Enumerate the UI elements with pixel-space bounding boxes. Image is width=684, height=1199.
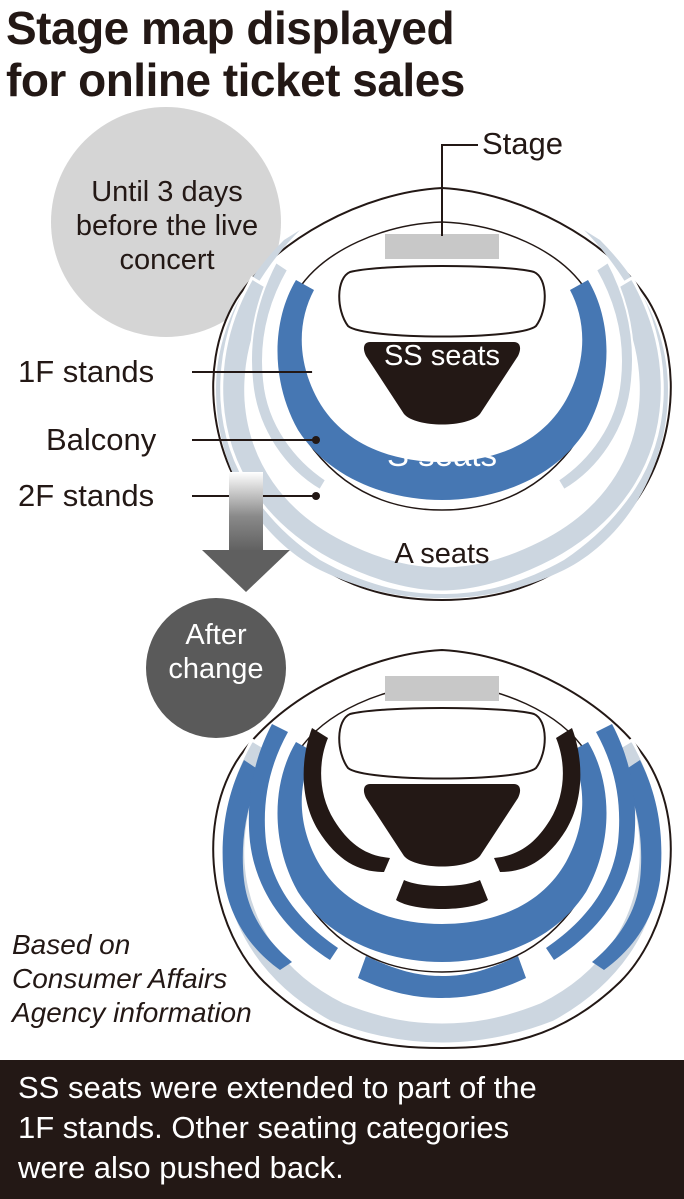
- s-seats-label: S seats: [386, 436, 498, 473]
- a-seats-label: A seats: [394, 538, 490, 570]
- before-bubble-line-3: concert: [119, 244, 215, 276]
- map-after: [146, 598, 672, 1050]
- balcony-label: Balcony: [46, 422, 157, 457]
- before-bubble: [51, 107, 281, 337]
- after-bubble-line-1: After: [185, 619, 247, 651]
- title-line-2: for online ticket sales: [6, 54, 465, 106]
- before-bubble-text: Until 3 days before the live concert: [52, 175, 282, 277]
- ss-seats-extended-right-after: [494, 728, 581, 872]
- arena-floor-after: [338, 707, 546, 780]
- ss-seats-extended-left-after: [303, 728, 390, 872]
- down-arrow: [202, 472, 290, 592]
- page-title: Stage map displayed for online ticket sa…: [6, 2, 682, 106]
- s-seats-area-before: [277, 280, 607, 500]
- a-seats-band-before: [220, 275, 664, 594]
- footer-line-2: 1F stands. Other seating categories: [18, 1110, 510, 1145]
- after-bubble: [146, 598, 286, 738]
- before-bubble-line-2: before the live: [75, 210, 259, 242]
- source-line-1: Based on: [12, 929, 131, 960]
- s-seats-outer-right-after: [592, 760, 662, 970]
- balcony-dot: [312, 436, 320, 444]
- s-seats-balcony-left-after: [248, 724, 338, 960]
- after-bubble-line-2: change: [168, 653, 264, 685]
- s-seats-outer-left-after: [222, 760, 292, 970]
- ss-seats-area-after: [363, 784, 521, 867]
- stand-2f-dot: [312, 492, 320, 500]
- s-seats-bottom-after: [358, 956, 526, 998]
- source-note: Based on Consumer Affairs Agency informa…: [12, 928, 312, 1030]
- stand-1f-dot: [312, 368, 320, 376]
- stage-block-before: [385, 234, 499, 259]
- title-line-1: Stage map displayed: [6, 2, 455, 54]
- stage-label: Stage: [482, 126, 564, 161]
- ss-seats-label: SS seats: [383, 340, 501, 372]
- s-seats-balcony-right-after: [546, 724, 636, 960]
- source-line-3: Agency information: [12, 997, 252, 1028]
- before-bubble-line-1: Until 3 days: [91, 176, 243, 208]
- s-seats-area-after: [277, 742, 607, 962]
- footer-caption: SS seats were extended to part of the 1F…: [0, 1060, 684, 1199]
- footer-line-1: SS seats were extended to part of the: [18, 1070, 537, 1105]
- balcony-left-before: [250, 260, 328, 492]
- stand-2f-label: 2F stands: [18, 478, 155, 513]
- source-line-2: Consumer Affairs: [12, 963, 228, 994]
- stand-1f-label: 1F stands: [18, 354, 155, 389]
- stage-leader-line: [441, 144, 478, 236]
- a-seats-band-after: [220, 737, 664, 1046]
- balcony-right-before: [556, 260, 634, 492]
- a-seats-area-before: [216, 230, 668, 598]
- footer-line-3: were also pushed back.: [18, 1150, 344, 1185]
- map-before: [51, 107, 672, 602]
- stage-block-after: [385, 676, 499, 701]
- ss-seats-area-before: [363, 342, 521, 425]
- arena-floor-before: [338, 265, 546, 338]
- ss-seats-extended-bottom-after: [396, 880, 488, 909]
- after-bubble-text: After change: [146, 618, 286, 686]
